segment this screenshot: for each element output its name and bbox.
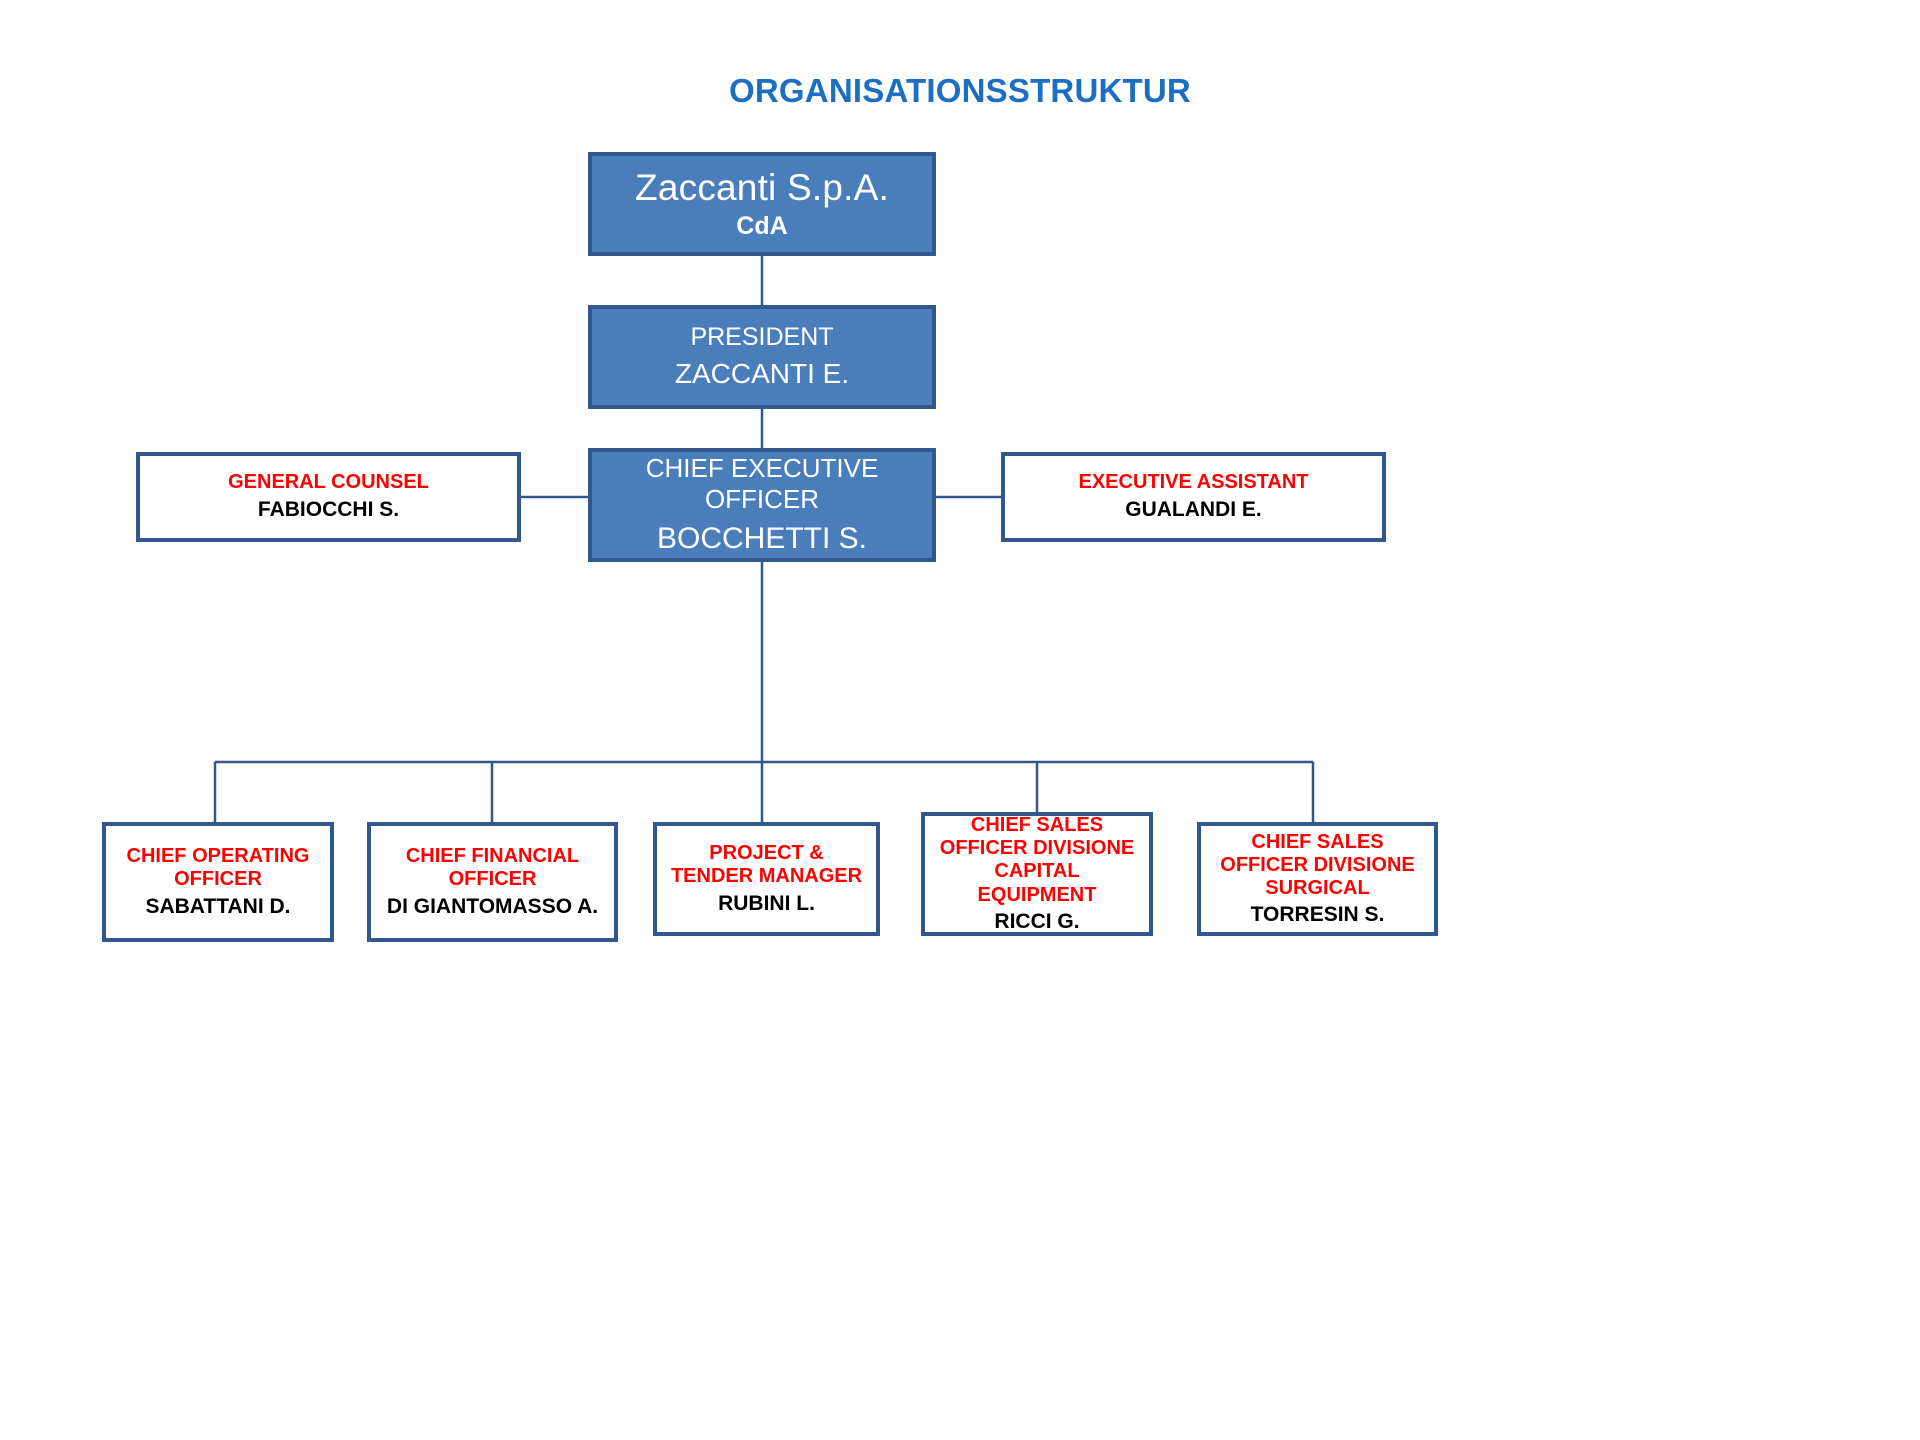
node-report-chief-operating-officer[interactable]: CHIEF OPERATING OFFICER SABATTANI D. — [102, 822, 334, 942]
node-ceo-role: CHIEF EXECUTIVE OFFICER — [645, 453, 879, 514]
node-report-0-person: SABATTANI D. — [145, 894, 291, 918]
node-ceo[interactable]: CHIEF EXECUTIVE OFFICER BOCCHETTI S. — [588, 448, 936, 562]
node-report-chief-sales-officer-capital-equipment[interactable]: CHIEF SALES OFFICER DIVISIONE CAPITAL EQ… — [921, 812, 1153, 936]
node-executive-assistant-role: EXECUTIVE ASSISTANT — [1078, 471, 1309, 494]
node-root-person: CdA — [736, 211, 788, 240]
node-report-0-role: CHIEF OPERATING OFFICER — [126, 845, 310, 891]
node-executive-assistant[interactable]: EXECUTIVE ASSISTANT GUALANDI E. — [1001, 452, 1386, 542]
node-report-3-person: RICCI G. — [994, 909, 1080, 933]
node-ceo-person: BOCCHETTI S. — [656, 521, 867, 555]
node-root[interactable]: Zaccanti S.p.A. CdA — [588, 152, 936, 256]
node-report-1-role: CHIEF FINANCIAL OFFICER — [405, 845, 580, 891]
node-president-person: ZACCANTI E. — [674, 358, 850, 390]
node-general-counsel-role: GENERAL COUNSEL — [228, 471, 429, 494]
node-report-3-role: CHIEF SALES OFFICER DIVISIONE CAPITAL EQ… — [939, 813, 1135, 906]
node-report-2-person: RUBINI L. — [718, 891, 815, 915]
page-title: ORGANISATIONSSTRUKTUR — [729, 72, 1191, 109]
node-executive-assistant-person: GUALANDI E. — [1125, 498, 1262, 522]
node-general-counsel-person: FABIOCCHI S. — [257, 498, 400, 522]
node-report-project-tender-manager[interactable]: PROJECT & TENDER MANAGER RUBINI L. — [653, 822, 880, 936]
node-president-role: PRESIDENT — [690, 323, 834, 352]
node-report-1-person: DI GIANTOMASSO A. — [386, 894, 599, 918]
node-report-2-role: PROJECT & TENDER MANAGER — [670, 842, 863, 888]
node-report-4-role: CHIEF SALES OFFICER DIVISIONE SURGICAL — [1220, 830, 1415, 899]
node-president[interactable]: PRESIDENT ZACCANTI E. — [588, 305, 936, 409]
node-report-chief-sales-officer-surgical[interactable]: CHIEF SALES OFFICER DIVISIONE SURGICAL T… — [1197, 822, 1438, 936]
node-general-counsel[interactable]: GENERAL COUNSEL FABIOCCHI S. — [136, 452, 521, 542]
node-report-4-person: TORRESIN S. — [1250, 903, 1385, 927]
node-root-role: Zaccanti S.p.A. — [635, 167, 889, 209]
node-report-chief-financial-officer[interactable]: CHIEF FINANCIAL OFFICER DI GIANTOMASSO A… — [367, 822, 618, 942]
